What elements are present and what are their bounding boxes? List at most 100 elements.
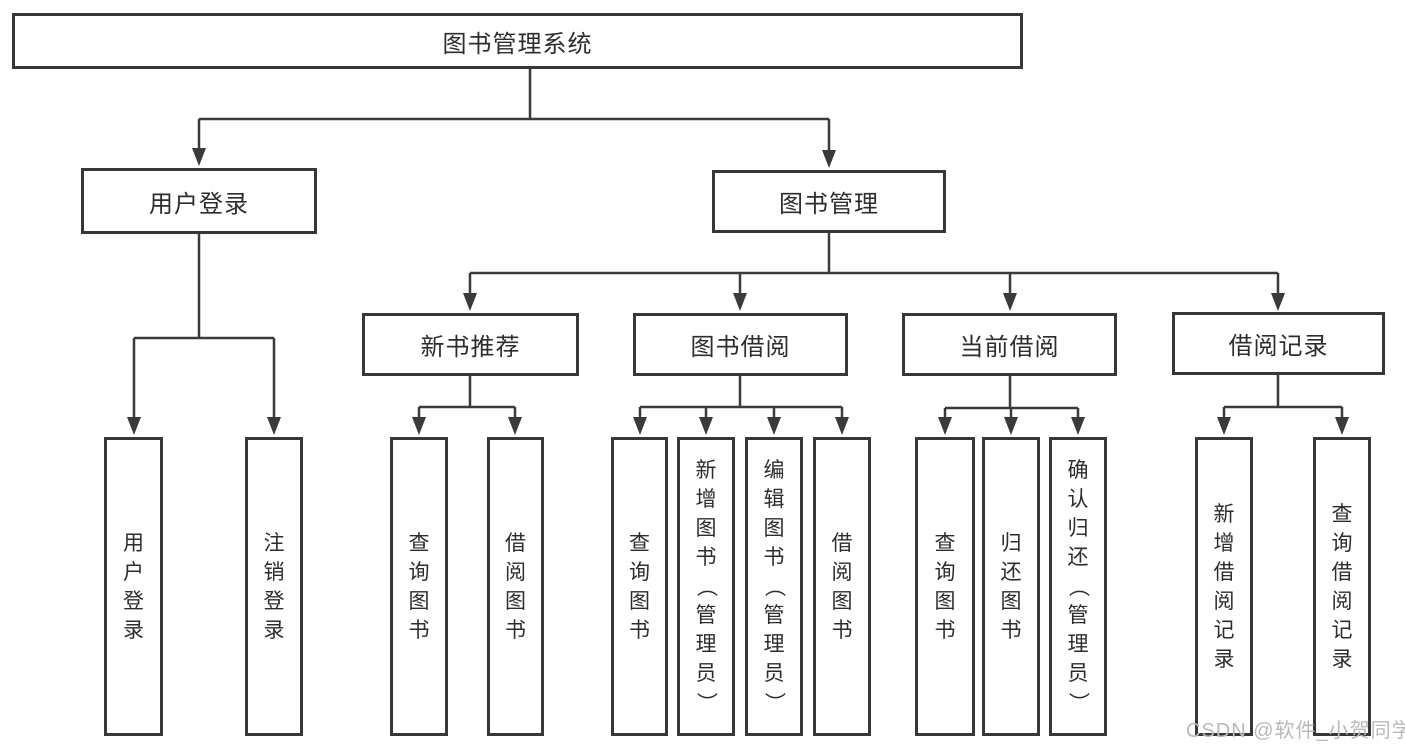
leaf-borrow-books-borrowing: 借阅图书 bbox=[813, 437, 871, 736]
vertical-char: ） bbox=[694, 692, 718, 713]
vertical-char: 询 bbox=[408, 560, 430, 584]
vertical-char: 员 bbox=[763, 662, 785, 685]
vertical-char: 户 bbox=[123, 560, 144, 584]
vertical-char: 图 bbox=[763, 517, 785, 540]
vertical-char: 录 bbox=[1213, 647, 1235, 671]
leaf-borrow-books-recommend: 借阅图书 bbox=[487, 437, 544, 736]
node-borrowing-records: 借阅记录 bbox=[1172, 312, 1385, 375]
vertical-char: 查 bbox=[934, 531, 956, 555]
vertical-char: 管 bbox=[1067, 604, 1089, 627]
vertical-char: 管 bbox=[763, 604, 785, 627]
node-new-book-recommendation: 新书推荐 bbox=[362, 313, 579, 376]
vertical-char: 书 bbox=[1000, 618, 1022, 642]
vertical-char: 录 bbox=[263, 618, 285, 642]
arrowhead bbox=[733, 293, 747, 311]
arrowhead bbox=[508, 417, 522, 435]
vertical-char: （ bbox=[694, 576, 718, 597]
vertical-char: 认 bbox=[1067, 488, 1089, 511]
watermark-text: CSDN @软件_小贺同学 bbox=[1186, 720, 1405, 742]
vertical-char: 辑 bbox=[763, 488, 785, 511]
vertical-char: 增 bbox=[695, 488, 717, 511]
vertical-char: 员 bbox=[1067, 662, 1089, 685]
vertical-char: 图 bbox=[934, 589, 956, 613]
arrowhead bbox=[699, 417, 713, 435]
vertical-char: 用 bbox=[123, 531, 144, 555]
leaf-query-books-recommend: 查询图书 bbox=[390, 437, 448, 736]
arrowhead bbox=[463, 293, 477, 311]
leaf-add-books-admin: 新增图书 （ 管理员 ） bbox=[677, 437, 735, 736]
node-user-login: 用户登录 bbox=[81, 168, 317, 234]
vertical-char: 查 bbox=[408, 531, 430, 555]
vertical-char: 书 bbox=[763, 546, 785, 569]
vertical-char: 还 bbox=[1000, 560, 1022, 584]
vertical-char: 图 bbox=[695, 517, 717, 540]
arrowhead bbox=[1217, 417, 1231, 435]
vertical-char: 销 bbox=[263, 560, 285, 584]
vertical-char: 员 bbox=[695, 662, 717, 685]
vertical-char: 图 bbox=[831, 589, 853, 613]
vertical-char: （ bbox=[1066, 576, 1090, 597]
arrowhead bbox=[127, 417, 141, 435]
vertical-char: 询 bbox=[1331, 531, 1353, 555]
vertical-char: 图 bbox=[408, 589, 430, 613]
vertical-char: 归 bbox=[1067, 517, 1089, 540]
arrowhead bbox=[938, 417, 952, 435]
arrowhead bbox=[412, 417, 426, 435]
vertical-char: 借 bbox=[1331, 560, 1353, 584]
vertical-char: 书 bbox=[629, 618, 650, 642]
vertical-char: 新 bbox=[1213, 502, 1235, 526]
leaf-return-books: 归还图书 bbox=[982, 437, 1040, 736]
arrowhead bbox=[767, 417, 781, 435]
vertical-char: 书 bbox=[695, 546, 717, 569]
arrowhead bbox=[1003, 293, 1017, 311]
vertical-char: 阅 bbox=[831, 560, 853, 584]
vertical-char: 管 bbox=[695, 604, 717, 627]
vertical-char: 书 bbox=[831, 618, 853, 642]
leaf-logout: 注销登录 bbox=[245, 437, 303, 736]
arrowhead bbox=[1071, 417, 1085, 435]
arrowhead bbox=[1271, 293, 1285, 311]
vertical-char: 登 bbox=[263, 589, 285, 613]
node-book-borrowing: 图书借阅 bbox=[633, 313, 848, 376]
vertical-char: 查 bbox=[1331, 502, 1353, 526]
vertical-char: （ bbox=[762, 576, 786, 597]
vertical-char: 增 bbox=[1213, 531, 1235, 555]
leaf-edit-books-admin: 编辑图书 （ 管理员 ） bbox=[745, 437, 803, 736]
node-book-management: 图书管理 bbox=[712, 170, 946, 233]
vertical-char: 记 bbox=[1331, 618, 1353, 642]
vertical-char: 阅 bbox=[1213, 589, 1235, 613]
leaf-query-borrow-record: 查询借阅记录 bbox=[1313, 437, 1371, 736]
leaf-query-books-current: 查询图书 bbox=[915, 437, 975, 736]
vertical-char: 录 bbox=[123, 618, 144, 642]
leaf-confirm-return-admin: 确认归还（管理员） bbox=[1049, 437, 1107, 736]
vertical-char: 图 bbox=[505, 589, 526, 613]
arrowhead bbox=[1004, 417, 1018, 435]
node-library-management-system: 图书管理系统 bbox=[12, 13, 1023, 69]
vertical-char: ） bbox=[762, 692, 786, 713]
arrowhead bbox=[1335, 417, 1349, 435]
vertical-char: 理 bbox=[763, 633, 785, 656]
vertical-char: 书 bbox=[408, 618, 430, 642]
vertical-char: 图 bbox=[1000, 589, 1022, 613]
vertical-char: 新 bbox=[695, 459, 717, 482]
vertical-char: 编 bbox=[763, 459, 785, 482]
vertical-char: 书 bbox=[505, 618, 526, 642]
node-current-borrowing: 当前借阅 bbox=[902, 313, 1117, 376]
leaf-query-books-borrowing: 查询图书 bbox=[611, 437, 668, 736]
arrowhead bbox=[633, 417, 647, 435]
vertical-char: 借 bbox=[831, 531, 853, 555]
vertical-char: 阅 bbox=[1331, 589, 1353, 613]
vertical-char: 图 bbox=[629, 589, 650, 613]
arrowhead bbox=[192, 148, 206, 166]
vertical-char: 阅 bbox=[505, 560, 526, 584]
vertical-char: 理 bbox=[1067, 633, 1089, 656]
vertical-char: 登 bbox=[123, 589, 144, 613]
vertical-char: 录 bbox=[1331, 647, 1353, 671]
vertical-char: 借 bbox=[505, 531, 526, 555]
vertical-char: 理 bbox=[695, 633, 717, 656]
vertical-char: 记 bbox=[1213, 618, 1235, 642]
vertical-char: 确 bbox=[1067, 459, 1089, 482]
vertical-char: 查 bbox=[629, 531, 650, 555]
leaf-add-borrow-record: 新增借阅记录 bbox=[1195, 437, 1253, 736]
